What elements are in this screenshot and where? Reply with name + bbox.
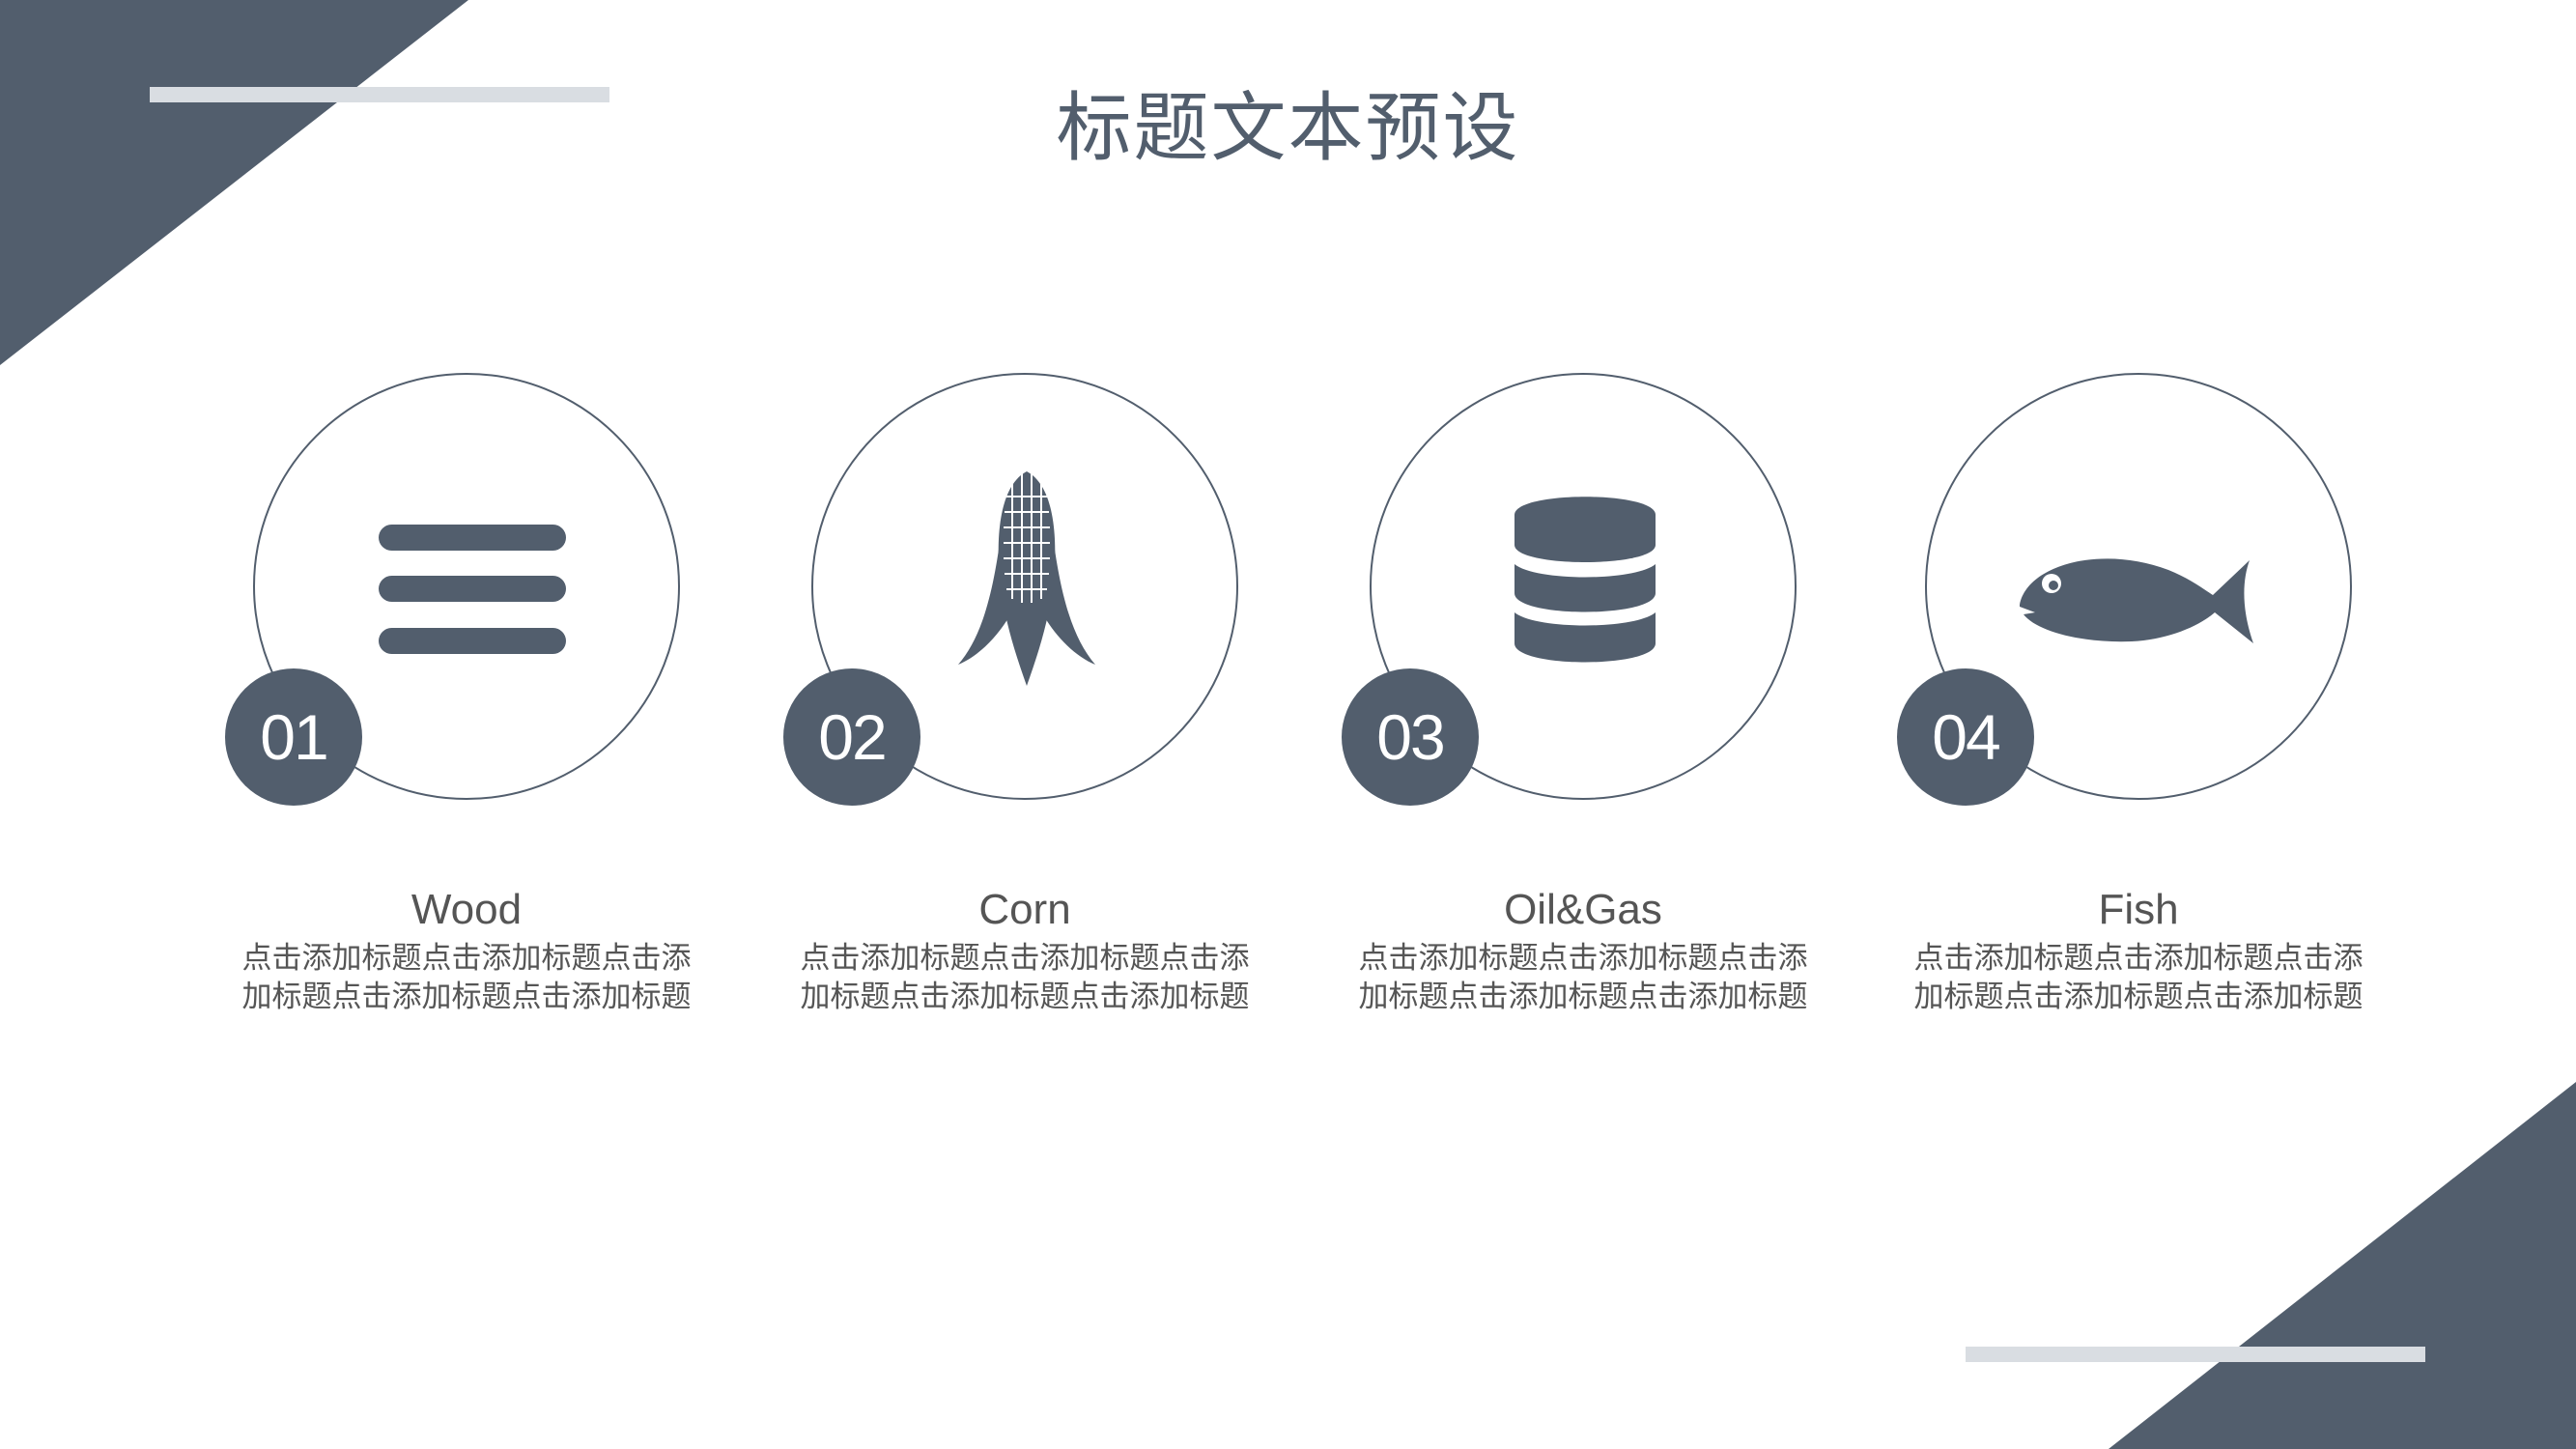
card-description: 点击添加标题点击添加标题点击添加标题点击添加标题点击添加标题 bbox=[241, 941, 692, 1014]
lines-icon bbox=[379, 525, 566, 654]
step-number-badge: 01 bbox=[225, 668, 362, 806]
card-description: 点击添加标题点击添加标题点击添加标题点击添加标题点击添加标题 bbox=[1913, 941, 2364, 1014]
database-icon bbox=[1514, 497, 1656, 663]
card-label: Wood bbox=[410, 886, 523, 933]
step-number-badge: 03 bbox=[1342, 668, 1479, 806]
icon-ring bbox=[253, 373, 680, 800]
card-label: Fish bbox=[2098, 886, 2179, 933]
card-oil-gas[interactable]: 03 Oil&Gas 点击添加标题点击添加标题点击添加标题点击添加标题点击添加标… bbox=[1342, 373, 1825, 1068]
page-title: 标题文本预设 bbox=[1056, 85, 1520, 172]
card-label: Corn bbox=[978, 886, 1071, 933]
corn-icon bbox=[958, 471, 1095, 686]
top-left-bar-light bbox=[150, 87, 609, 102]
card-description: 点击添加标题点击添加标题点击添加标题点击添加标题点击添加标题 bbox=[800, 941, 1250, 1014]
bottom-right-triangle bbox=[2109, 1082, 2576, 1449]
bottom-right-bar-light bbox=[1966, 1347, 2425, 1362]
card-corn[interactable]: 02 Corn 点击添加标题点击添加标题点击添加标题点击添加标题点击添加标题 bbox=[783, 373, 1266, 1068]
card-description: 点击添加标题点击添加标题点击添加标题点击添加标题点击添加标题 bbox=[1358, 941, 1808, 1014]
step-number-badge: 02 bbox=[783, 668, 920, 806]
top-left-triangle bbox=[0, 0, 468, 365]
card-label: Oil&Gas bbox=[1504, 886, 1662, 933]
fish-icon bbox=[2020, 558, 2253, 643]
card-fish[interactable]: 04 Fish 点击添加标题点击添加标题点击添加标题点击添加标题点击添加标题 bbox=[1897, 373, 2380, 1068]
step-number-badge: 04 bbox=[1897, 668, 2034, 806]
card-wood[interactable]: 01 Wood 点击添加标题点击添加标题点击添加标题点击添加标题点击添加标题 bbox=[225, 373, 708, 1068]
